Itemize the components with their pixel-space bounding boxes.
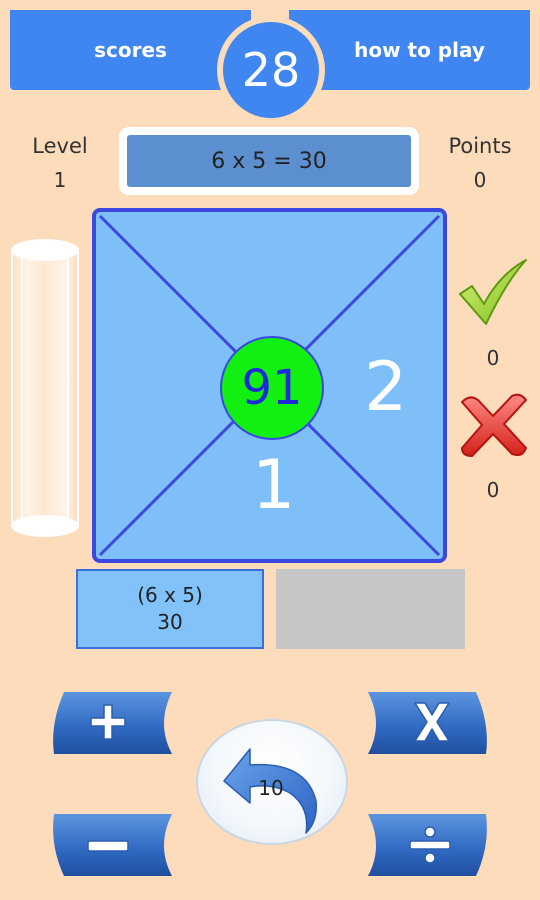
divide-icon <box>408 824 452 866</box>
progress-tube <box>10 238 80 538</box>
wrong-count: 0 <box>486 478 500 502</box>
board-number-right[interactable]: 2 <box>364 348 408 427</box>
scores-button[interactable]: scores <box>10 10 251 90</box>
equation-text: 6 x 5 = 30 <box>127 135 411 187</box>
undo-count: 10 <box>258 776 284 800</box>
how-to-play-button-label: how to play <box>354 38 485 62</box>
minus-icon <box>86 838 130 854</box>
how-to-play-button[interactable]: how to play <box>289 10 530 90</box>
multiply-icon <box>412 700 452 744</box>
level-label: Level <box>32 134 88 158</box>
points-label: Points <box>448 134 512 158</box>
scores-button-label: scores <box>94 38 167 62</box>
divide-button[interactable] <box>366 812 488 878</box>
timer-value: 28 <box>223 22 319 118</box>
minus-button[interactable] <box>52 812 174 878</box>
game-board[interactable]: 91 2 1 <box>92 208 447 563</box>
board-number-bottom[interactable]: 1 <box>252 446 296 525</box>
answer-slot-1-expression: (6 x 5) <box>137 583 203 607</box>
level-value: 1 <box>53 168 67 192</box>
center-number: 91 <box>241 360 303 416</box>
equation-display: 6 x 5 = 30 <box>119 127 419 195</box>
correct-count: 0 <box>486 346 500 370</box>
undo-button[interactable] <box>196 719 348 845</box>
center-number-circle[interactable]: 91 <box>220 336 324 440</box>
multiply-button[interactable] <box>366 690 488 756</box>
points-value: 0 <box>473 168 487 192</box>
cross-icon <box>456 390 530 460</box>
answer-slot-1-value: 30 <box>157 610 183 634</box>
plus-button[interactable] <box>52 690 174 756</box>
plus-icon <box>88 702 128 742</box>
check-icon <box>456 256 530 328</box>
answer-slot-2[interactable] <box>276 569 465 649</box>
timer-badge: 28 <box>217 16 325 124</box>
answer-slot-1[interactable]: (6 x 5) 30 <box>76 569 264 649</box>
undo-arrow-icon <box>220 731 330 835</box>
